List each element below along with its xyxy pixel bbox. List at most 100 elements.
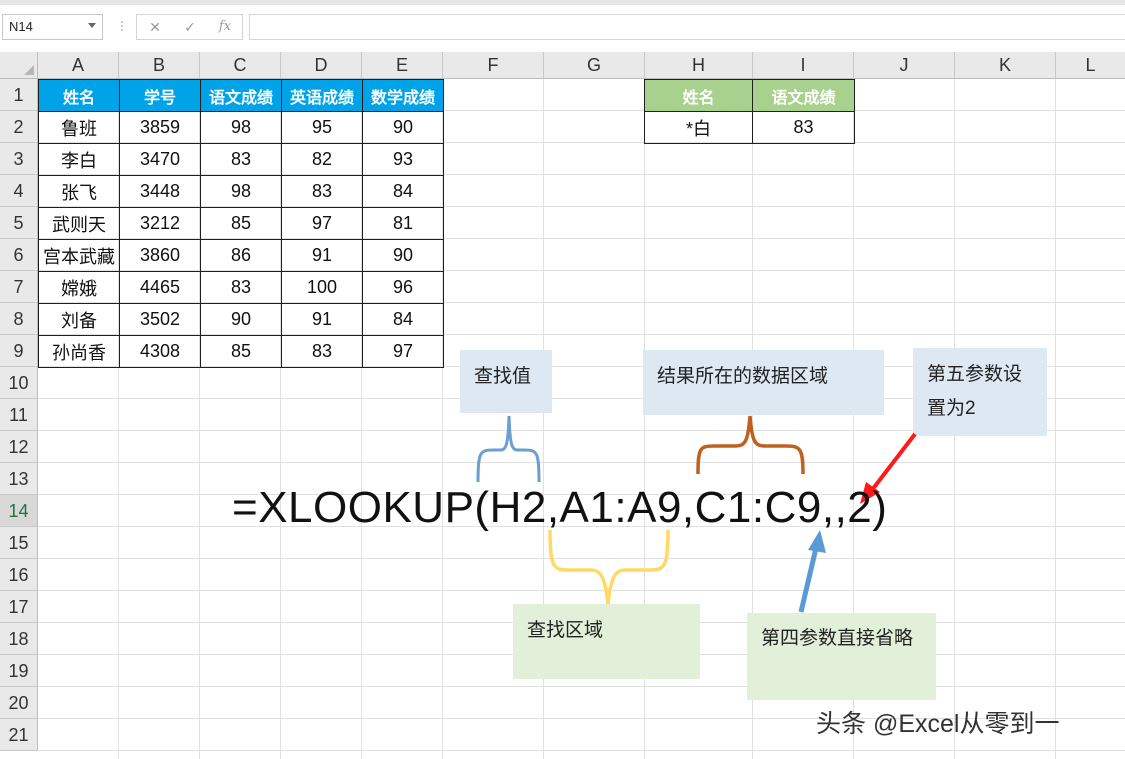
cell[interactable]: 孙尚香 [38,335,120,368]
header-cell-id[interactable]: 学号 [119,79,201,112]
column-header-e[interactable]: E [362,52,443,79]
cell[interactable]: 3212 [119,207,201,240]
column-header-k[interactable]: K [955,52,1056,79]
cell[interactable]: 3859 [119,111,201,144]
table-row: 孙尚香 4308 85 83 97 [38,335,444,368]
table-row: 武则天 3212 85 97 81 [38,207,444,240]
cell[interactable]: 83 [281,335,363,368]
row-header-14[interactable]: 14 [0,495,38,527]
header-cell-chinese[interactable]: 语文成绩 [752,79,855,112]
cell[interactable]: 85 [200,335,282,368]
row-header-7[interactable]: 7 [0,271,38,303]
cell[interactable]: 3448 [119,175,201,208]
student-score-table: 姓名 学号 语文成绩 英语成绩 数学成绩 鲁班 3859 98 95 90 李白… [38,79,444,368]
arrow-fourth-param [798,547,819,613]
annotation-lookup-range: 查找区域 [513,604,700,679]
cell[interactable]: 83 [281,175,363,208]
column-header-b[interactable]: B [119,52,200,79]
column-header-c[interactable]: C [200,52,281,79]
arrow-fifth-param [870,432,917,492]
row-header-6[interactable]: 6 [0,239,38,271]
row-header-19[interactable]: 19 [0,655,38,687]
lookup-value-cell[interactable]: *白 [644,111,753,144]
row-header-10[interactable]: 10 [0,367,38,399]
gridline [38,270,1125,271]
cell[interactable]: 96 [362,271,444,304]
column-header-i[interactable]: I [753,52,854,79]
row-header-2[interactable]: 2 [0,111,38,143]
formula-input[interactable] [249,14,1125,40]
formula-buttons: ✕ ✓ fx [136,14,243,40]
gridline [38,718,1125,719]
row-header-8[interactable]: 8 [0,303,38,335]
row-header-1[interactable]: 1 [0,79,38,111]
row-header-5[interactable]: 5 [0,207,38,239]
column-header-a[interactable]: A [38,52,119,79]
cell[interactable]: 90 [362,239,444,272]
table-row: 嫦娥 4465 83 100 96 [38,271,444,304]
cell[interactable]: 95 [281,111,363,144]
cell[interactable]: 97 [362,335,444,368]
header-cell-name[interactable]: 姓名 [644,79,753,112]
cell[interactable]: 张飞 [38,175,120,208]
row-header-9[interactable]: 9 [0,335,38,367]
column-header-g[interactable]: G [544,52,645,79]
row-header-4[interactable]: 4 [0,175,38,207]
gridline [38,686,1125,687]
cell[interactable]: 98 [200,111,282,144]
row-header-13[interactable]: 13 [0,463,38,495]
lookup-result-cell[interactable]: 83 [752,111,855,144]
row-header-16[interactable]: 16 [0,559,38,591]
cell[interactable]: 4308 [119,335,201,368]
cell[interactable]: 84 [362,175,444,208]
table-row: 刘备 3502 90 91 84 [38,303,444,336]
column-header-l[interactable]: L [1056,52,1125,79]
cell[interactable]: 98 [200,175,282,208]
gridline [38,494,1125,495]
row-header-12[interactable]: 12 [0,431,38,463]
enter-icon[interactable]: ✓ [184,19,196,35]
gridline [38,750,1125,751]
row-header-3[interactable]: 3 [0,143,38,175]
annotation-fifth-param: 第五参数设置为2 [913,348,1047,436]
name-box[interactable]: N14 [2,14,103,40]
name-box-dropdown-icon[interactable] [88,23,96,28]
table-row: 鲁班 3859 98 95 90 [38,111,444,144]
arrow-fourth-param-head [808,530,826,553]
gridline [38,462,1125,463]
cell[interactable]: 86 [200,239,282,272]
header-cell-math[interactable]: 数学成绩 [362,79,444,112]
cell[interactable]: 83 [200,143,282,176]
brace-result-range [696,415,805,475]
cell[interactable]: 85 [200,207,282,240]
row-header-18[interactable]: 18 [0,623,38,655]
insert-function-icon[interactable]: fx [218,19,232,34]
header-cell-name[interactable]: 姓名 [38,79,120,112]
gridline [38,590,1125,591]
ribbon-edge [0,0,1125,5]
cell[interactable]: 3860 [119,239,201,272]
column-header-d[interactable]: D [281,52,362,79]
row-header-17[interactable]: 17 [0,591,38,623]
cancel-icon[interactable]: ✕ [149,19,161,35]
table-row: 李白 3470 83 82 93 [38,143,444,176]
row-header-15[interactable]: 15 [0,527,38,559]
table-header-row: 姓名 语文成绩 [644,79,855,112]
cell[interactable]: 鲁班 [38,111,120,144]
cell[interactable]: 82 [281,143,363,176]
column-header-f[interactable]: F [443,52,544,79]
cell[interactable]: 97 [281,207,363,240]
cell[interactable]: 宫本武藏 [38,239,120,272]
select-all-corner[interactable] [0,52,38,79]
row-header-21[interactable]: 21 [0,719,38,751]
row-header-20[interactable]: 20 [0,687,38,719]
table-header-row: 姓名 学号 语文成绩 英语成绩 数学成绩 [38,79,444,112]
brace-lookup-range [548,529,670,605]
column-header-h[interactable]: H [645,52,753,79]
cell[interactable]: 84 [362,303,444,336]
table-row: *白 83 [644,111,855,144]
cell[interactable]: 91 [281,239,363,272]
header-cell-english[interactable]: 英语成绩 [281,79,363,112]
column-header-j[interactable]: J [854,52,955,79]
row-header-11[interactable]: 11 [0,399,38,431]
